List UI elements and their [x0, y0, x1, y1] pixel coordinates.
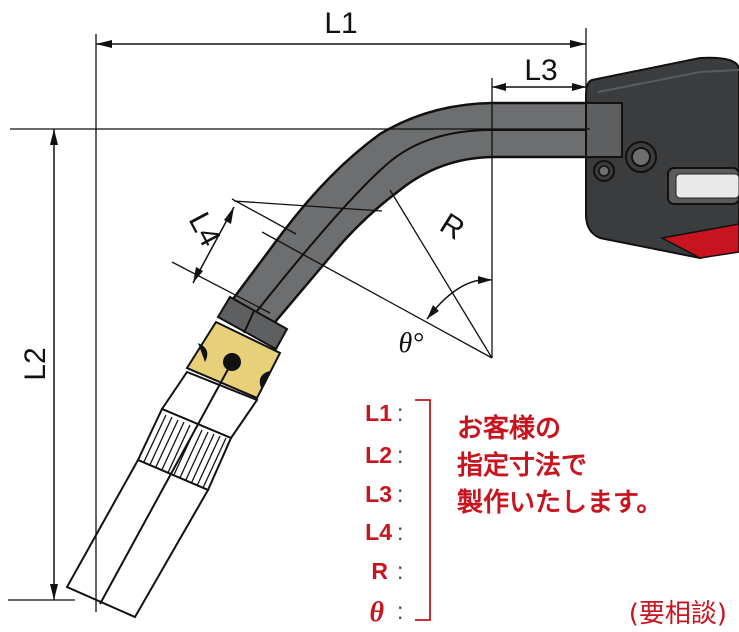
- note-line-1: お客様の: [457, 413, 561, 444]
- reference-lines: [8, 28, 590, 612]
- legend-key: L2: [365, 442, 392, 468]
- angle-theta: θ°: [399, 276, 493, 359]
- legend-key: L3: [365, 481, 392, 507]
- note-line-2: 指定寸法で: [457, 450, 587, 481]
- dim-L3: L3: [492, 54, 586, 91]
- torch-handle: [585, 56, 739, 260]
- legend-key: L1: [365, 400, 392, 426]
- nozzle: [65, 361, 259, 619]
- dim-L1: L1: [96, 7, 586, 48]
- legend-item-theta: θ :: [369, 597, 403, 628]
- dim-L2: L2: [19, 129, 58, 600]
- dim-label-L1: L1: [324, 7, 357, 40]
- legend-item-L1: L1 :: [365, 400, 403, 426]
- legend-bracket: [415, 399, 431, 621]
- neck-nut: [585, 102, 623, 158]
- legend-item-L2: L2 :: [365, 442, 403, 468]
- legend-item-R: R :: [371, 558, 403, 584]
- legend-sep: :: [397, 558, 403, 584]
- swan-neck: [228, 101, 623, 330]
- legend-key: θ: [369, 597, 384, 628]
- legend-item-L3: L3 :: [365, 481, 403, 507]
- trigger: [659, 223, 739, 259]
- insulator: [185, 320, 282, 400]
- dim-label-L4: L4: [182, 207, 227, 252]
- dimension-legend: L1 : L2 : L3 : L4 : R : θ : お客様の 指定寸法で 製…: [365, 399, 727, 629]
- dim-label-L2: L2: [19, 347, 52, 380]
- consult-note: (要相談): [629, 599, 727, 629]
- legend-sep: :: [397, 481, 403, 507]
- legend-key: R: [371, 558, 388, 584]
- legend-key: L4: [365, 519, 392, 545]
- legend-sep: :: [397, 598, 403, 624]
- knurl-grip: [141, 414, 227, 491]
- legend-sep: :: [397, 519, 403, 545]
- dim-label-L3: L3: [524, 54, 557, 87]
- legend-item-L4: L4 :: [365, 519, 403, 545]
- legend-sep: :: [397, 442, 403, 468]
- dim-label-R: R: [434, 207, 470, 246]
- legend-sep: :: [397, 400, 403, 426]
- neck-collar: [216, 295, 289, 351]
- note-line-3: 製作いたします。: [457, 488, 662, 518]
- dim-label-theta: θ°: [399, 328, 424, 359]
